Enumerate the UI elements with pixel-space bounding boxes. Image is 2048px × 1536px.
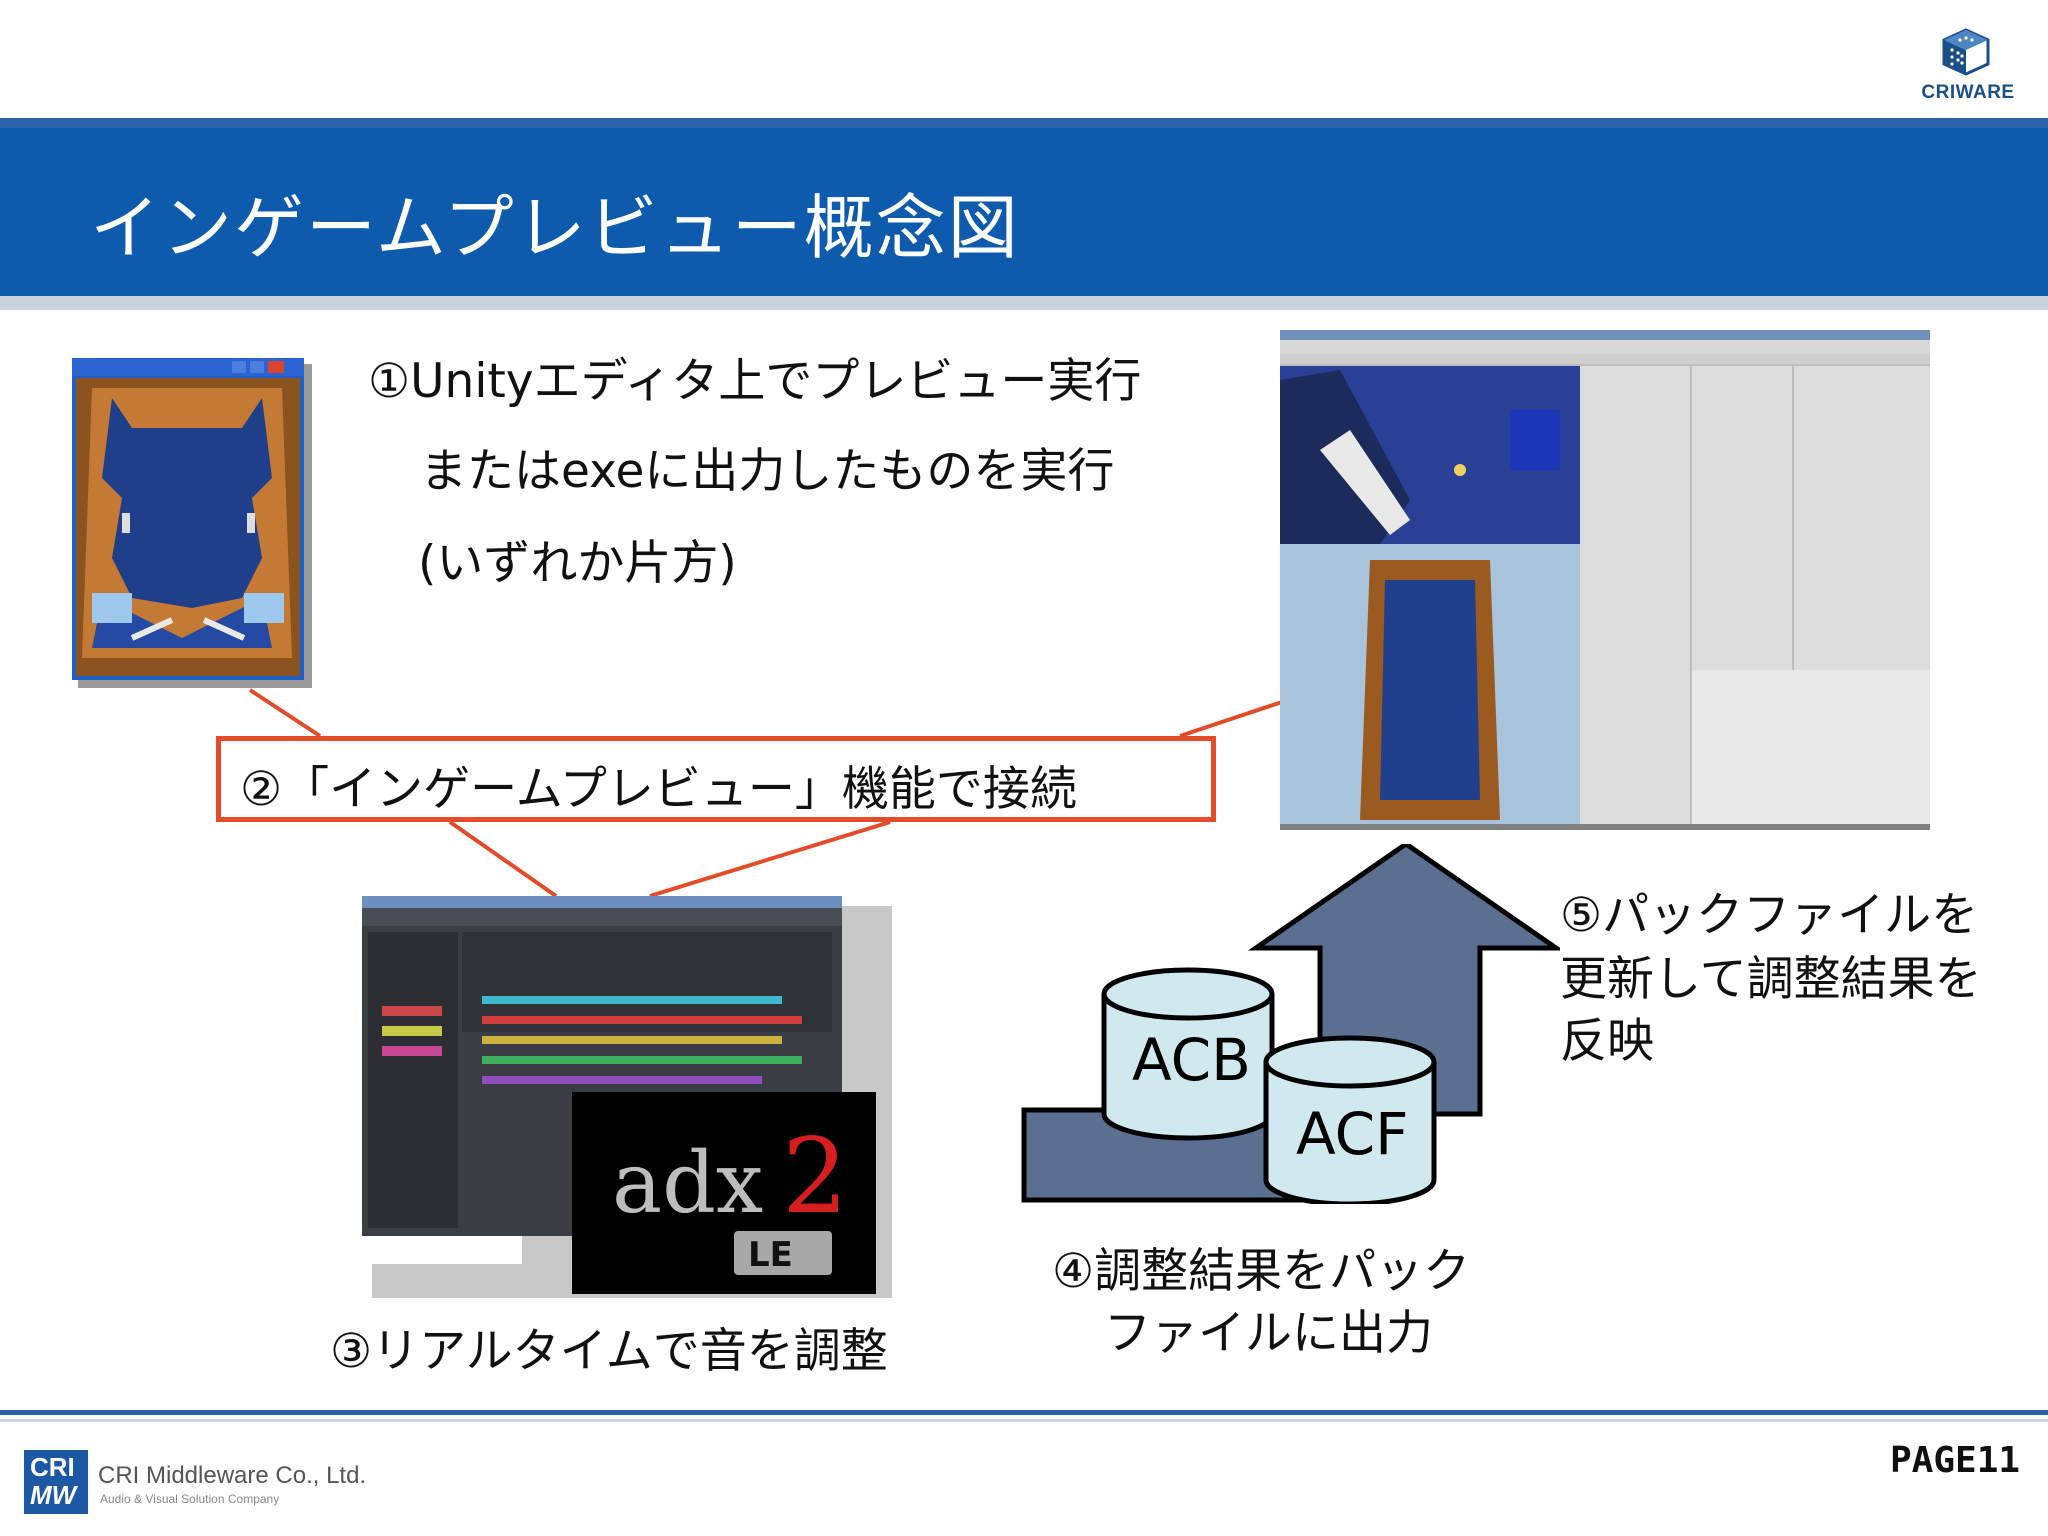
criware-logo-text: CRIWARE — [1921, 82, 2015, 103]
step5-line1: ⑤パックファイルを — [1560, 888, 1979, 943]
step5-line2: 更新して調整結果を — [1560, 952, 1982, 1007]
step5-line3: 反映 — [1560, 1014, 1654, 1069]
step4-line1: ④調整結果をパック — [1052, 1244, 1471, 1299]
company-name: CRI Middleware Co., Ltd. — [98, 1462, 367, 1489]
company-tagline: Audio & Visual Solution Company — [100, 1492, 280, 1506]
title-band — [0, 128, 2048, 296]
acf-label: ACF — [1296, 1100, 1409, 1168]
step2-text: ②「インゲームプレビュー」機能で接続 — [240, 762, 1077, 817]
page-title: インゲームプレビュー概念図 — [90, 187, 1020, 269]
adx-logo-superscript: 2 — [782, 1115, 848, 1237]
page-number: PAGE11 — [1890, 1440, 2021, 1481]
step1-line1: ①Unityエディタ上でプレビュー実行 — [368, 354, 1142, 409]
acb-label: ACB — [1132, 1026, 1251, 1094]
footer-rule — [0, 1410, 2048, 1415]
cri-mark-bottom: MW — [30, 1480, 77, 1510]
cri-mark-top: CRI — [30, 1452, 75, 1482]
step4-line2: ファイルに出力 — [1104, 1306, 1433, 1361]
cube-icon — [1942, 28, 1990, 76]
adx-logo-badge: LE — [748, 1235, 793, 1275]
step3-text: ③リアルタイムで音を調整 — [330, 1324, 888, 1379]
acf-cylinder-icon — [1263, 1035, 1437, 1204]
criware-logo: CRIWARE — [1918, 28, 2018, 110]
adx2-tool-screenshot: adx 2 LE — [362, 896, 892, 1298]
step1-line2: またはexeに出力したものを実行 — [420, 444, 1115, 499]
title-underline — [0, 296, 2048, 310]
pack-file-diagram: ACB ACF — [1021, 844, 1560, 1204]
acb-cylinder-icon — [1101, 967, 1275, 1141]
header-rule — [0, 118, 2048, 128]
adx-logo-text: adx — [612, 1134, 763, 1232]
step2-callout-box — [216, 736, 1216, 822]
pinball-window-screenshot — [72, 358, 312, 688]
footer-rule-light — [0, 1419, 2048, 1422]
step1-line3: (いずれか片方) — [418, 536, 737, 591]
cri-company-mark: CRI MW — [24, 1450, 88, 1514]
unity-editor-screenshot — [1280, 330, 1930, 830]
